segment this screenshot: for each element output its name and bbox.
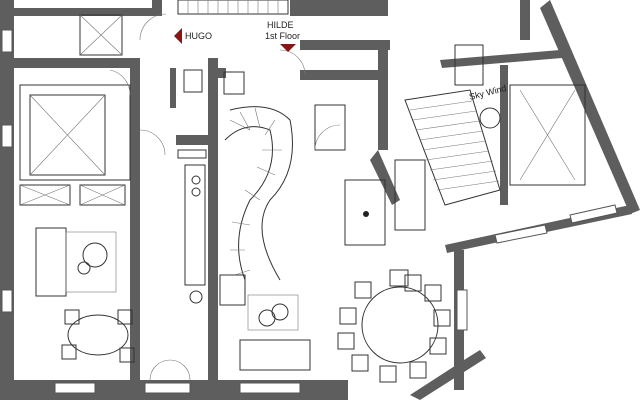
hilde-marker-icon[interactable]: [280, 44, 296, 52]
small-dining-chairs: [61, 309, 135, 363]
stairs-right: [404, 89, 501, 206]
label-hilde: HILDE: [267, 20, 294, 30]
windows: [1, 29, 618, 394]
hugo-marker-icon[interactable]: [174, 28, 182, 44]
furniture: [19, 13, 586, 383]
stairs-top: [177, 0, 289, 15]
label-floor: 1st Floor: [265, 31, 300, 41]
label-hugo: HUGO: [185, 31, 212, 41]
stairs-spiral: [224, 106, 293, 281]
dining-chairs: [337, 269, 451, 383]
